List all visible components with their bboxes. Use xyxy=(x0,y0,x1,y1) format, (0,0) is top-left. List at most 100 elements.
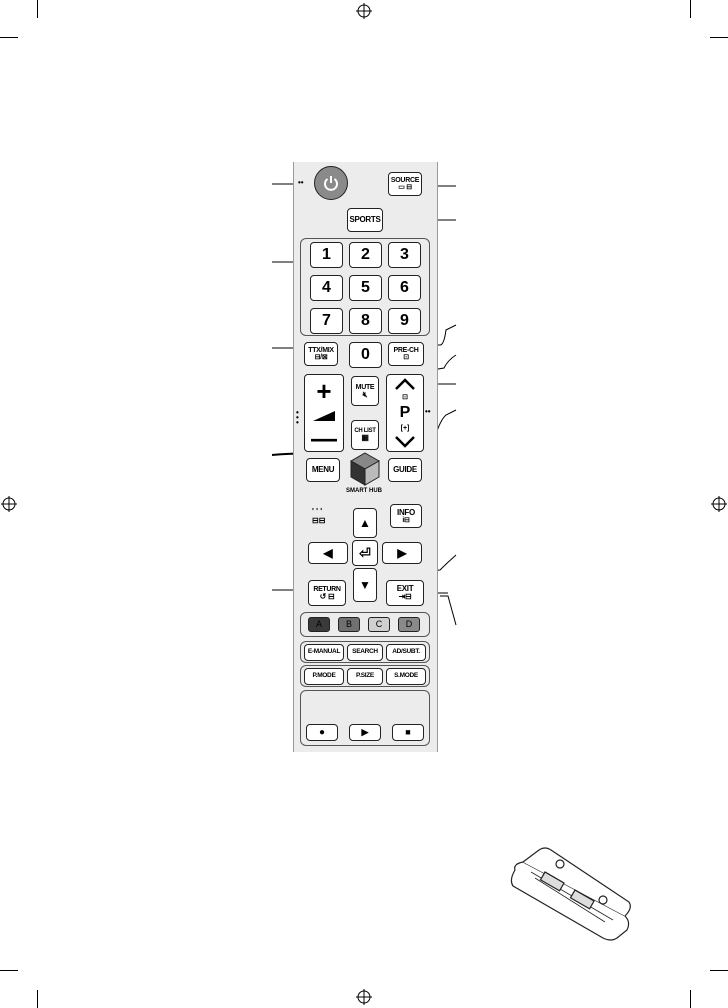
source-button[interactable]: SOURCE ▭ ⊟ xyxy=(388,172,422,196)
key-8[interactable]: 8 xyxy=(349,308,382,334)
info-label: INFO xyxy=(397,507,415,517)
power-icon xyxy=(324,176,338,191)
key-6[interactable]: 6 xyxy=(388,275,421,301)
info-icon: i⊟ xyxy=(402,516,410,524)
sports-label: SPORTS xyxy=(349,215,381,224)
ttx-mix-button[interactable]: TTX/MIX ⊟/⊠ xyxy=(304,342,338,366)
info-button[interactable]: INFO i⊟ xyxy=(390,504,422,528)
p-size-label: P.SIZE xyxy=(356,672,374,680)
volume-rocker[interactable]: + — xyxy=(304,374,344,452)
menu-label: MENU xyxy=(311,465,335,474)
channel-rocker[interactable]: ⊡ P [+] xyxy=(386,374,424,452)
p-size-button[interactable]: P.SIZE xyxy=(347,668,383,685)
key-label: 9 xyxy=(400,312,409,329)
channel-up-icon xyxy=(395,378,415,390)
key-9[interactable]: 9 xyxy=(388,308,421,334)
color-label: D xyxy=(405,619,413,629)
ad-subt-label: AD/SUBT. xyxy=(392,648,420,656)
guide-label: GUIDE xyxy=(393,465,417,474)
menu-button[interactable]: MENU xyxy=(306,458,340,482)
smart-hub-button[interactable] xyxy=(349,452,381,486)
ttx-icon: ⊟/⊠ xyxy=(314,354,328,361)
key-label: 4 xyxy=(322,279,331,296)
return-button[interactable]: RETURN ↺ ⊟ xyxy=(308,580,346,606)
key-label: 0 xyxy=(361,346,370,363)
crop-mark xyxy=(710,970,728,971)
ad-subt-button[interactable]: AD/SUBT. xyxy=(386,644,426,661)
key-label: 7 xyxy=(322,312,331,329)
ch-list-icon: ▦ xyxy=(361,433,369,442)
left-button[interactable]: ◀ xyxy=(308,542,348,564)
color-button-a[interactable]: A xyxy=(308,617,330,632)
source-label: SOURCE xyxy=(390,177,420,184)
key-5[interactable]: 5 xyxy=(349,275,382,301)
channel-down-icon xyxy=(395,436,415,448)
exit-icon: ⇥⊟ xyxy=(398,592,412,601)
p-mode-button[interactable]: P.MODE xyxy=(304,668,344,685)
function-row-2 xyxy=(300,665,430,687)
p-mode-label: P.MODE xyxy=(312,672,336,680)
crop-mark xyxy=(0,970,18,971)
dots: •• xyxy=(425,407,431,416)
key-1[interactable]: 1 xyxy=(310,242,343,268)
key-0[interactable]: 0 xyxy=(349,342,382,368)
dots: ••• xyxy=(296,408,299,427)
pre-ch-button[interactable]: PRE-CH ⊡ xyxy=(388,342,424,366)
play-button[interactable]: ▶ xyxy=(349,724,381,741)
crop-mark xyxy=(37,990,38,1008)
enter-button[interactable]: ⏎ xyxy=(352,540,378,566)
s-mode-button[interactable]: S.MODE xyxy=(386,668,426,685)
exit-button[interactable]: EXIT ⇥⊟ xyxy=(386,580,424,606)
mute-button[interactable]: MUTE 🔇︎ xyxy=(351,376,379,406)
key-label: 6 xyxy=(400,279,409,296)
color-button-c[interactable]: C xyxy=(368,617,390,632)
media-group xyxy=(300,690,430,746)
color-label: B xyxy=(345,619,352,629)
volume-up-icon: + xyxy=(316,376,332,406)
e-manual-button[interactable]: E-MANUAL xyxy=(304,644,344,661)
sports-button[interactable]: SPORTS xyxy=(347,208,383,232)
stop-button[interactable]: ■ xyxy=(392,724,424,741)
return-label: RETURN xyxy=(313,585,341,593)
color-label: C xyxy=(375,619,383,629)
key-2[interactable]: 2 xyxy=(349,242,382,268)
color-buttons-group xyxy=(300,612,430,637)
exit-label: EXIT xyxy=(396,584,414,593)
pre-ch-icon: ⊡ xyxy=(403,354,409,361)
return-icon: ↺ ⊟ xyxy=(319,591,335,601)
key-label: 5 xyxy=(361,279,370,296)
record-button[interactable]: ● xyxy=(306,724,338,741)
channel-icon-top: ⊡ xyxy=(402,394,408,401)
power-button[interactable] xyxy=(314,166,348,200)
crop-mark xyxy=(0,37,18,38)
search-button[interactable]: SEARCH xyxy=(347,644,383,661)
channel-icon-bottom: [+] xyxy=(400,425,410,432)
volume-down-icon: — xyxy=(311,423,337,453)
color-button-d[interactable]: D xyxy=(398,617,420,632)
s-mode-label: S.MODE xyxy=(394,672,418,680)
mute-icon: 🔇︎ xyxy=(362,389,368,399)
key-label: 8 xyxy=(361,312,370,329)
color-button-b[interactable]: B xyxy=(338,617,360,632)
e-manual-label: E-MANUAL xyxy=(307,648,341,656)
key-7[interactable]: 7 xyxy=(310,308,343,334)
key-label: 1 xyxy=(322,246,331,263)
mute-label: MUTE xyxy=(355,383,375,391)
channel-p-label: P xyxy=(399,404,411,421)
smart-hub-icon xyxy=(349,452,381,486)
up-button[interactable]: ▲ xyxy=(353,508,377,538)
key-3[interactable]: 3 xyxy=(388,242,421,268)
volume-ramp-icon xyxy=(313,411,335,421)
crop-mark xyxy=(37,0,38,18)
right-button[interactable]: ▶ xyxy=(382,542,422,564)
key-label: 3 xyxy=(400,246,409,263)
crop-mark xyxy=(690,0,691,18)
battery-compartment-illustration xyxy=(510,847,631,941)
dots: •• xyxy=(298,178,304,187)
ch-list-button[interactable]: CH LIST ▦ xyxy=(351,420,379,450)
number-pad xyxy=(300,238,430,336)
ch-list-label: CH LIST xyxy=(354,428,376,434)
guide-button[interactable]: GUIDE xyxy=(388,458,422,482)
down-button[interactable]: ▼ xyxy=(353,568,377,602)
key-4[interactable]: 4 xyxy=(310,275,343,301)
